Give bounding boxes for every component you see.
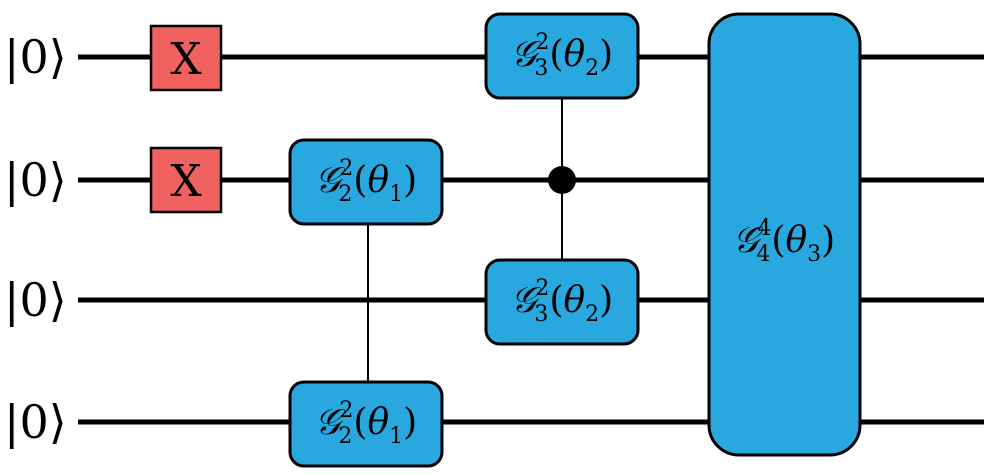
g3-gate-q1: 𝒢32(θ2)	[484, 12, 640, 100]
g3-gate-label-top: 𝒢32(θ2)	[511, 30, 613, 81]
g2-gate-label-bottom: 𝒢22(θ1)	[315, 398, 417, 449]
g2-gate-label-top: 𝒢22(θ1)	[315, 156, 417, 207]
g3-gate-q3: 𝒢32(θ2)	[484, 258, 640, 346]
qubit-labels: |0⟩ |0⟩ |0⟩ |0⟩	[4, 30, 67, 449]
qubit-label-2: |0⟩	[4, 153, 67, 207]
g4-gate-label: 𝒢44(θ3)	[733, 216, 835, 267]
x-gate-q2: X	[149, 146, 223, 214]
control-dot	[548, 166, 576, 194]
x-gate-label: X	[170, 34, 202, 85]
g4-gate: 𝒢44(θ3)	[707, 12, 862, 457]
g2-gate-q2: 𝒢22(θ1)	[288, 138, 444, 226]
g3-gate-label-bottom: 𝒢32(θ2)	[511, 276, 613, 327]
qubit-label-1: |0⟩	[4, 30, 67, 84]
qubit-label-3: |0⟩	[4, 273, 67, 327]
qubit-label-4: |0⟩	[4, 395, 67, 449]
x-gate-label: X	[170, 156, 202, 207]
g2-gate-q4: 𝒢22(θ1)	[288, 380, 444, 468]
x-gate-q1: X	[149, 24, 223, 92]
